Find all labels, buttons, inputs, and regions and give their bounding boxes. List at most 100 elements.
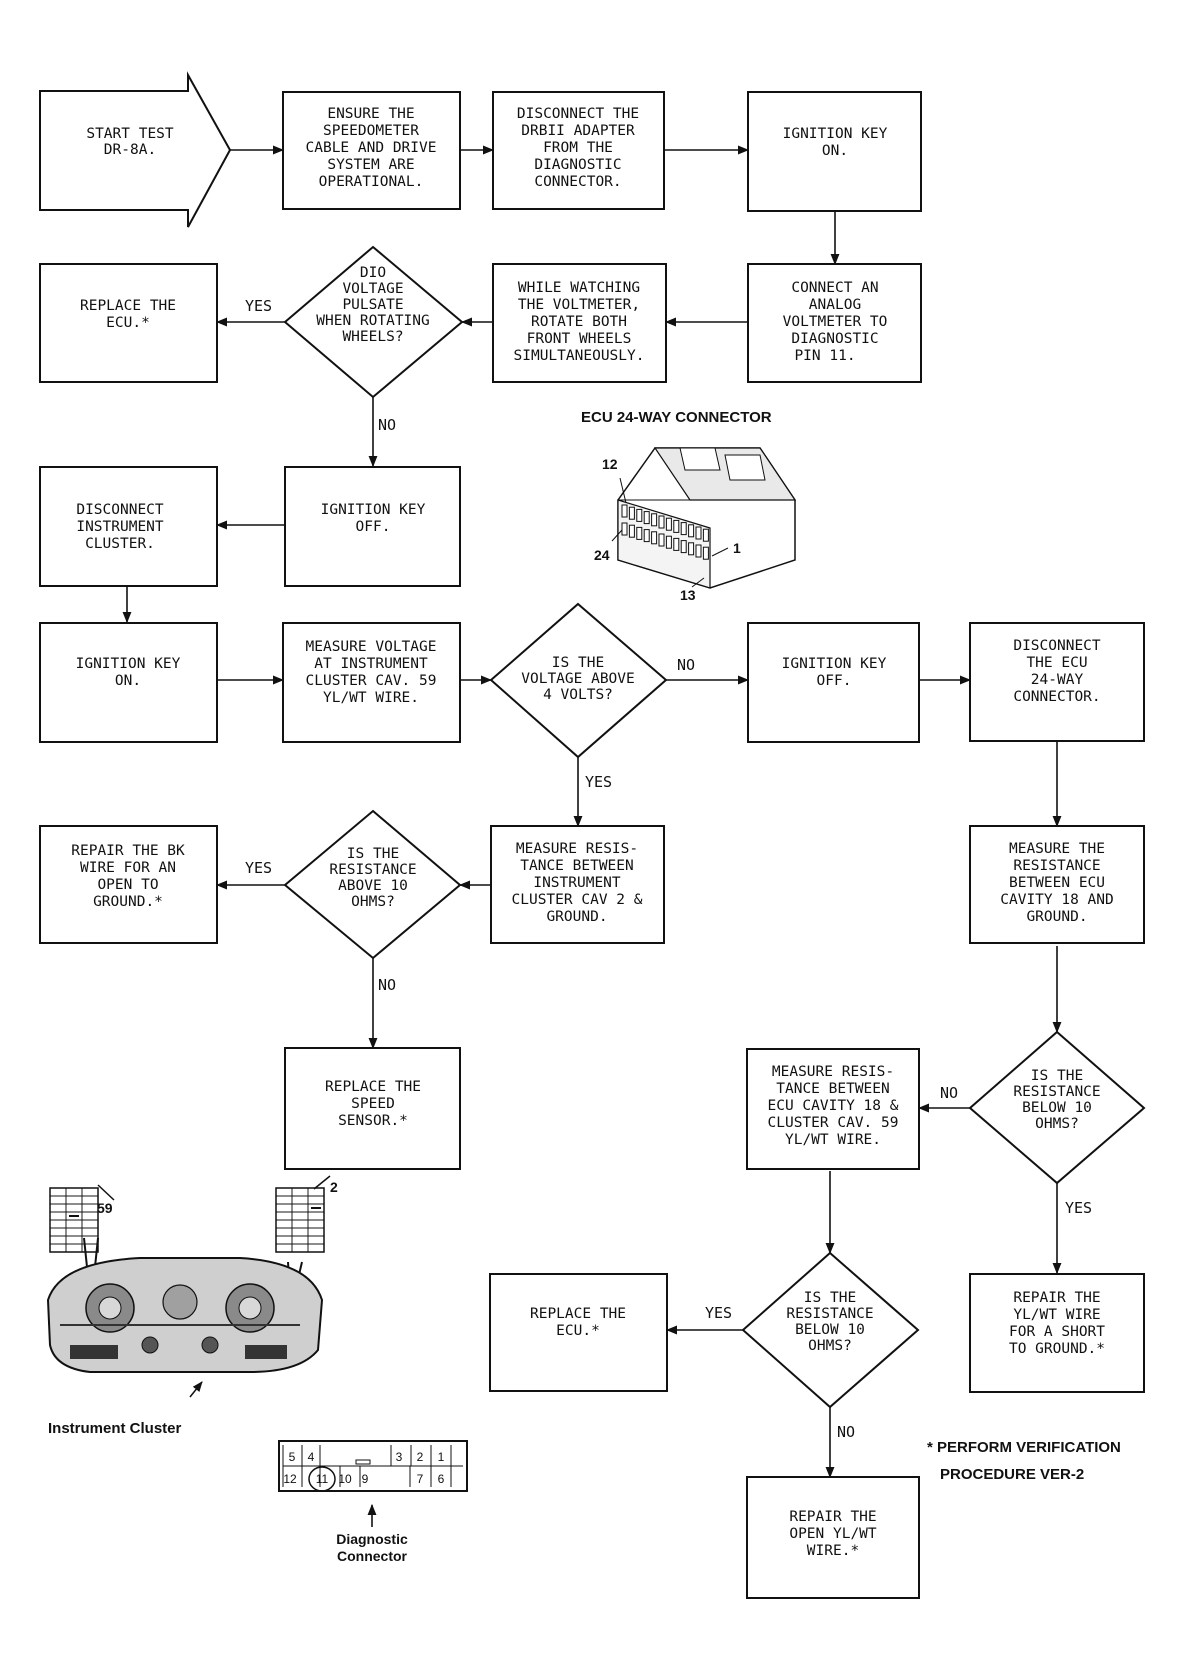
ecu-pin-cavity (651, 531, 658, 545)
diagnostic-pin-number: 10 (338, 1472, 352, 1486)
diagnostic-caption: Diagnostic (336, 1531, 408, 1547)
connector-cavity (307, 1243, 325, 1253)
ecu-pin-label-1: 1 (733, 540, 741, 556)
cluster-pin-label-59: 59 (97, 1200, 113, 1216)
diagnostic-pin-number: 7 (417, 1472, 424, 1486)
ecu-pin-cavity (628, 524, 635, 538)
ecu-pin-cavity (702, 528, 709, 542)
diagnostic-pin-number: 2 (417, 1450, 424, 1464)
ecu-pin-label-12: 12 (602, 456, 618, 472)
instrument-cluster-caption: Instrument Cluster (48, 1420, 182, 1437)
edge-label-yes: YES (705, 1304, 732, 1322)
marked-cavity (69, 1215, 79, 1217)
diagnostic-pin-number: 1 (438, 1450, 445, 1464)
ecu-pin-cavity (673, 537, 680, 551)
ecu-pin-cavity (643, 511, 650, 525)
diagnostic-pin-number: 9 (362, 1472, 369, 1486)
ecu-pin-cavity (702, 546, 709, 560)
ecu-pin-cavity (673, 519, 680, 533)
ecu-pin-cavity (665, 517, 672, 531)
ecu-pin-label-24: 24 (594, 547, 610, 563)
diagnostic-caption: Connector (337, 1548, 408, 1564)
edge-label-no: NO (837, 1423, 855, 1441)
edge-label-yes: YES (1065, 1199, 1092, 1217)
ecu-pin-cavity (643, 529, 650, 543)
cluster-pin-label-2: 2 (330, 1179, 338, 1195)
ecu-pin-cavity (695, 526, 702, 540)
ecu-pin-cavity (621, 504, 628, 518)
instrument-cluster-illustration: 59 2 Instrument Cluster (46, 1175, 338, 1437)
edge-label-yes: YES (245, 297, 272, 315)
ecu-pin-grid (621, 504, 709, 560)
diagnostic-pin-number: 11 (316, 1472, 329, 1486)
ecu-pin-cavity (665, 535, 672, 549)
edge-label-no: NO (940, 1084, 958, 1102)
ecu-pin-cavity (651, 513, 658, 527)
ecu-connector-caption: ECU 24-WAY CONNECTOR (581, 409, 772, 426)
edge-label-no: NO (378, 976, 396, 994)
edge-label-yes: YES (585, 773, 612, 791)
ecu-pin-cavity (658, 533, 665, 547)
connector-cavity (81, 1243, 99, 1253)
marked-cavity (311, 1207, 321, 1209)
ecu-pin-cavity (621, 522, 628, 536)
cluster-connector-right (275, 1187, 325, 1253)
diagnostic-pin-number: 12 (283, 1472, 297, 1486)
edge-label-no: NO (677, 656, 695, 674)
ecu-pin-cavity (688, 524, 695, 538)
ecu-pin-cavity (658, 515, 665, 529)
ecu-pin-cavity (680, 522, 687, 536)
connector-lines (122, 145, 1062, 1479)
